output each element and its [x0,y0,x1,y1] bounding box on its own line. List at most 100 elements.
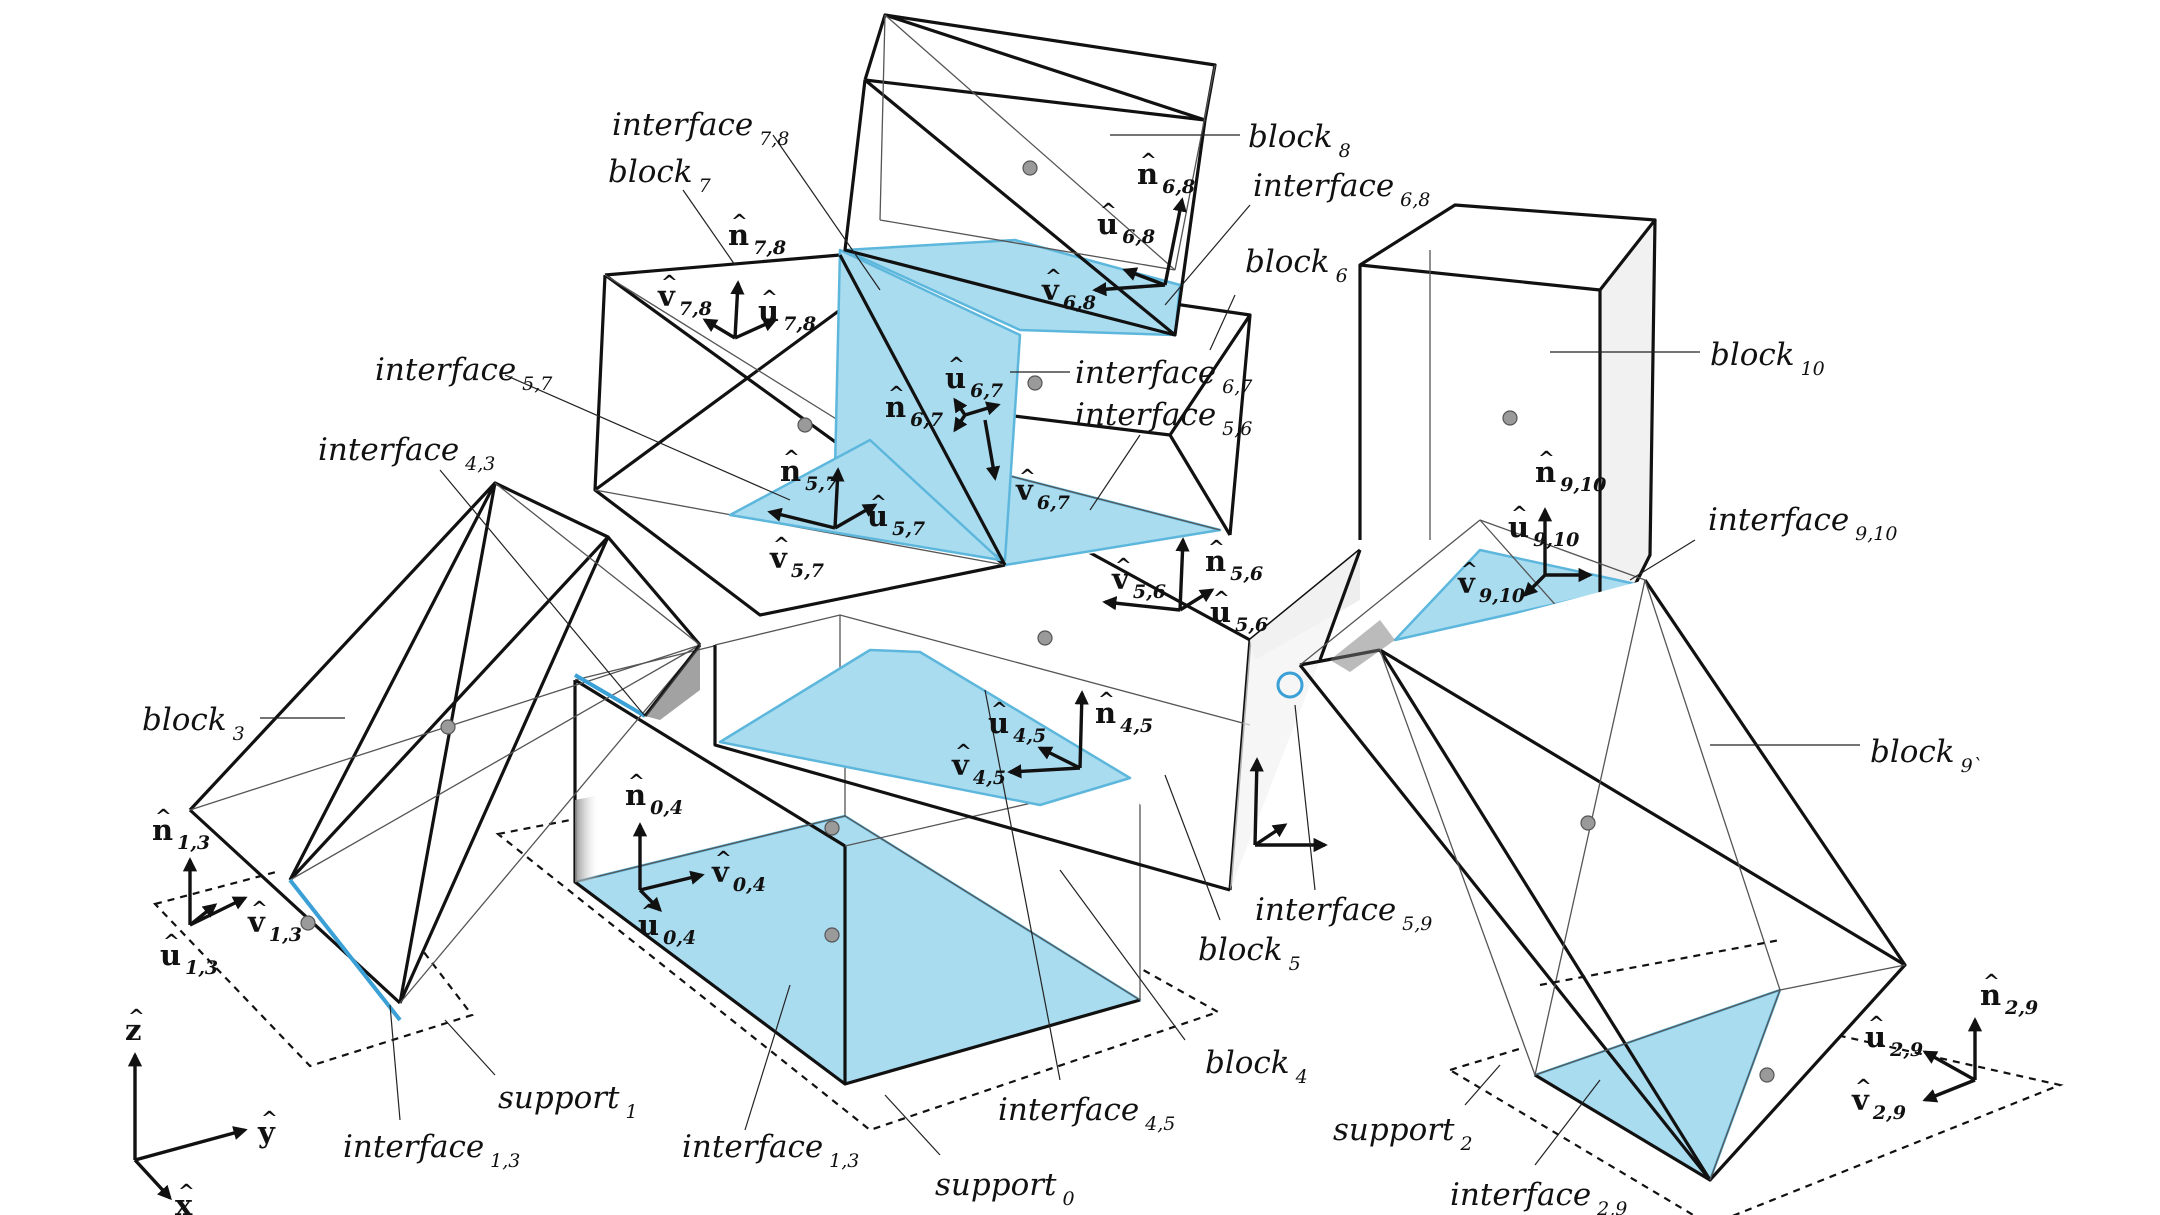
vector-symbol: n [780,454,801,488]
vector-subscript: 6,7 [970,380,1003,402]
hat-mark: ^ [955,739,972,763]
hat-mark: ^ [1868,1011,1885,1035]
label-text: interface 1,3 [682,1129,859,1172]
vector-symbol: n [1980,978,2001,1012]
centroid-6 [1027,375,1043,391]
label-base: block [608,154,693,190]
label-subscript: 10 [1801,358,1825,380]
label-subscript: 1,3 [829,1150,859,1172]
hat-mark: ^ [1208,535,1225,559]
centroid-9 [1580,815,1596,831]
vector-subscript: 2,9 [2004,997,2038,1019]
axis-y: ^y [257,1106,278,1149]
vector-symbol: u [988,706,1009,740]
vector-symbol: u [758,294,779,328]
hat-mark: ^ [888,381,905,405]
centroid-4 [824,927,840,943]
label-subscript: 0 [1063,1188,1075,1210]
label-base: interface [1450,1177,1591,1213]
hat-mark: ^ [1115,553,1132,577]
vector-symbol: u [160,938,181,972]
vector-subscript: 1,3 [177,832,210,854]
hat-mark: ^ [261,1106,278,1130]
vector-subscript: 9,10 [1560,474,1606,496]
label-subscript: 8 [1339,140,1351,162]
vector-symbol: v [1111,562,1130,596]
hat-mark: ^ [948,352,965,376]
label-base: block [1248,119,1333,155]
label-base: interface [1255,892,1396,928]
vector-subscript: 6,7 [910,409,943,431]
vector-text: x [175,1188,193,1215]
vector-symbol: u [1210,595,1231,629]
vector-symbol: v [657,279,676,313]
vector-subscript: 0,4 [650,797,683,819]
label-base: interface [682,1129,823,1165]
label-block-8: block 8 [1248,119,1351,162]
hat-mark: ^ [178,1179,195,1203]
label-base: block [1870,734,1955,770]
hat-mark: ^ [991,697,1008,721]
vector-subscript: 9,10 [1533,529,1579,551]
centroid-2 [1759,1067,1775,1083]
leader-lines [260,134,1860,1166]
vector-subscript: 4,5 [973,767,1006,789]
hat-mark: ^ [641,899,658,923]
interface-5-7-face [728,438,1002,562]
centroid-10 [1502,410,1518,426]
hat-mark: ^ [661,270,678,294]
vector-symbol: n [152,813,173,847]
vector-subscript: 2,9 [1872,1102,1906,1124]
vector-symbol: u [1097,207,1118,241]
block-9-shape [1276,519,1907,1182]
centroid-1 [300,915,316,931]
vector-symbol: n [625,778,646,812]
block-3-shape [188,481,702,1022]
vector-subscript: 7,8 [679,298,712,320]
vector-subscript: 5,6 [1230,563,1263,585]
hat-mark: ^ [1855,1074,1872,1098]
label-subscript: 1 [626,1101,638,1123]
